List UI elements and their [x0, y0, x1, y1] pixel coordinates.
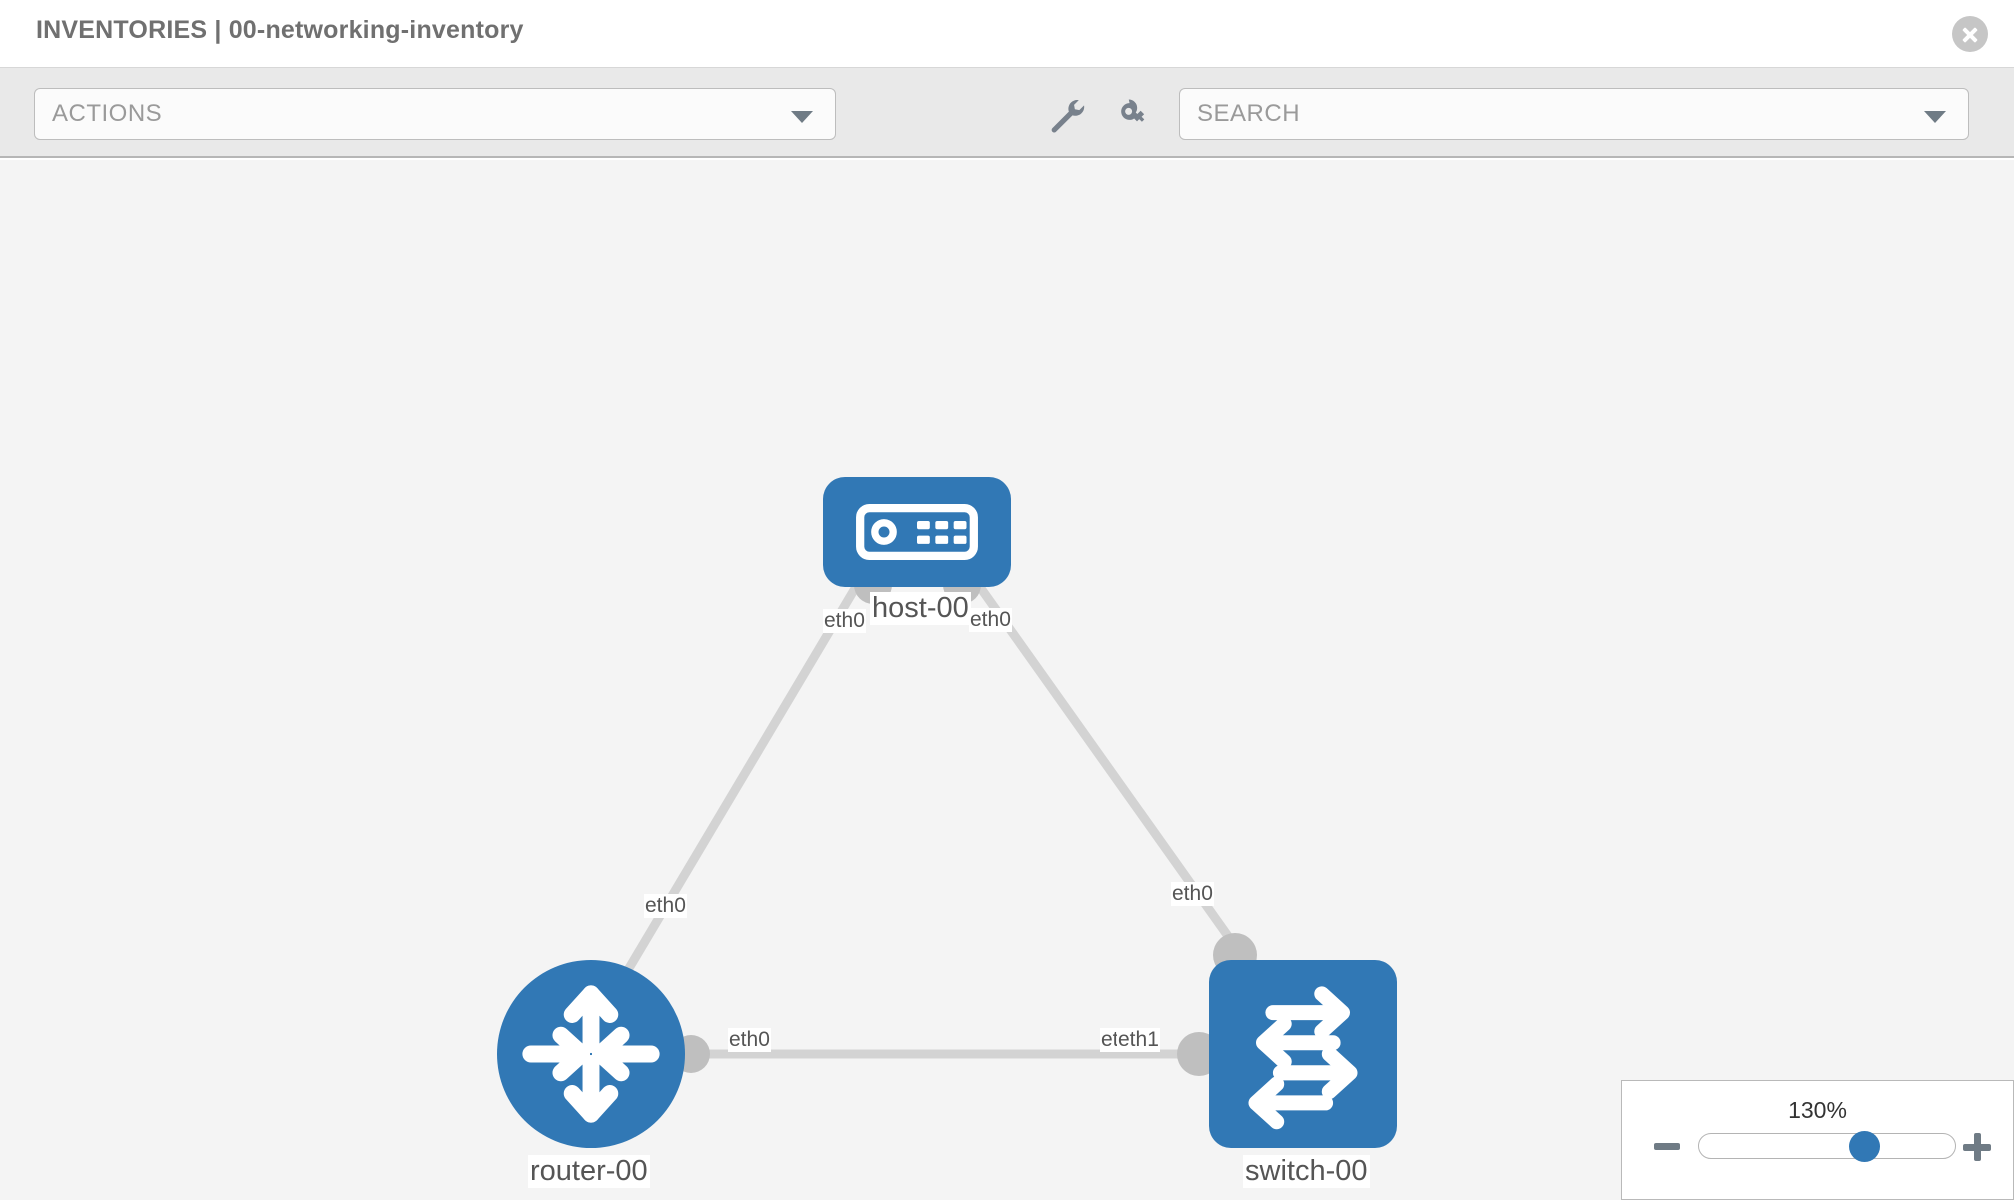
interface-label-switch-uplink: eth0: [1171, 882, 1214, 906]
search-placeholder: SEARCH: [1197, 100, 1301, 127]
zoom-level-label: 130%: [1788, 1097, 1847, 1123]
router-arrows-icon: [522, 985, 660, 1123]
toolbar: ACTIONS SEARCH: [0, 68, 2014, 158]
node-switch-00[interactable]: [1209, 960, 1397, 1148]
chevron-down-icon: [791, 111, 813, 123]
zoom-out-button[interactable]: [1654, 1143, 1680, 1150]
close-icon[interactable]: [1952, 16, 1988, 52]
link-connectors: [672, 566, 1257, 1076]
node-router-00[interactable]: [497, 960, 685, 1148]
link-host-router: [618, 577, 864, 983]
zoom-control-panel: 130%: [1621, 1080, 2014, 1200]
chevron-down-icon: [1924, 111, 1946, 123]
topology-links: [618, 566, 1257, 1076]
interface-label-router-trunk: eth0: [728, 1028, 771, 1052]
server-icon: [856, 504, 978, 560]
actions-dropdown-label: ACTIONS: [52, 100, 163, 127]
key-icon[interactable]: [1114, 96, 1154, 134]
link-lines: [618, 577, 1249, 1059]
node-label-router-00: router-00: [528, 1155, 650, 1188]
interface-label-host-right: eth0: [969, 608, 1012, 632]
actions-dropdown[interactable]: ACTIONS: [34, 88, 836, 140]
wrench-icon[interactable]: [1046, 96, 1086, 134]
zoom-slider[interactable]: [1698, 1131, 1956, 1162]
page-title: INVENTORIES | 00-networking-inventory: [36, 16, 524, 44]
switch-arrows-icon: [1248, 986, 1358, 1130]
search-input[interactable]: SEARCH: [1179, 88, 1969, 140]
node-label-switch-00: switch-00: [1243, 1155, 1370, 1188]
page-header: INVENTORIES | 00-networking-inventory: [0, 0, 2014, 68]
node-label-host-00: host-00: [870, 592, 971, 625]
zoom-in-button[interactable]: [1963, 1133, 1991, 1161]
interface-label-router-uplink: eth0: [644, 894, 687, 918]
interface-label-switch-trunk-b: eth1: [1117, 1028, 1160, 1052]
interface-label-host-left: eth0: [823, 609, 866, 633]
zoom-slider-handle[interactable]: [1849, 1131, 1880, 1162]
node-host-00[interactable]: [823, 477, 1011, 587]
topology-canvas[interactable]: host-00 router-00: [0, 160, 2014, 1200]
